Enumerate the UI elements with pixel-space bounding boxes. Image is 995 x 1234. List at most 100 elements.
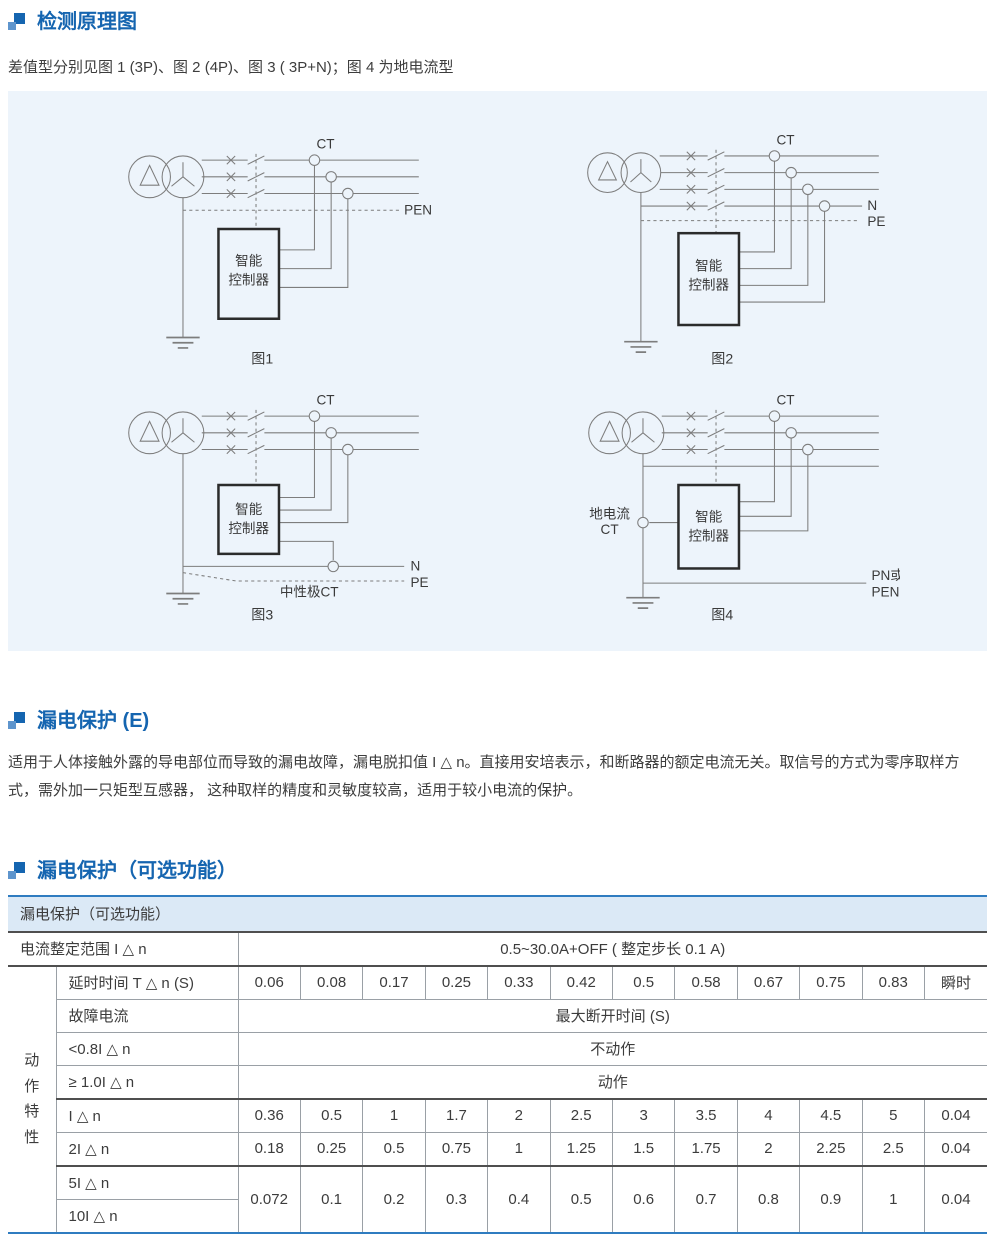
value-cell: 0.67 — [736, 965, 801, 1000]
title-marker-icon — [8, 861, 26, 880]
value-cell: 0.5 — [611, 965, 676, 1000]
lt-value-cell: 不动作 — [237, 1031, 988, 1066]
value-cell: 0.25 — [424, 965, 489, 1000]
value-cell: 0.36 — [237, 1098, 301, 1133]
leakage-e-title: 漏电保护 (E) — [37, 710, 150, 732]
transformer-symbol — [128, 155, 205, 199]
value-cell: 3 — [611, 1098, 676, 1133]
figure-2-caption: 图2 — [711, 351, 733, 367]
value-cell: 0.3 — [424, 1165, 489, 1233]
controller-label-1: 智能 — [235, 502, 263, 517]
ct-label: CT — [776, 393, 794, 408]
value-cell: 2 — [487, 1098, 551, 1133]
value-cell: 1.5 — [611, 1131, 676, 1167]
fault-value-cell: 最大断开时间 (S) — [237, 998, 988, 1033]
neutral-ct-label: 中性极CT — [280, 585, 339, 600]
ct-markers — [636, 410, 814, 529]
title-marker-icon — [8, 13, 26, 31]
pen-label: PEN — [871, 585, 899, 600]
figure-2-diagram: CT N PE 智能 控制器 图2 — [586, 133, 885, 367]
value-cell: 4 — [736, 1098, 801, 1133]
controller-label-1: 智能 — [695, 510, 723, 525]
page-title: 检测原理图 — [37, 11, 137, 33]
i2-label-cell: 2I △ n — [55, 1131, 239, 1167]
transformer-symbol — [587, 411, 665, 455]
section-detection-title: 检测原理图 — [8, 10, 987, 34]
section-optional-title: 漏电保护（可选功能） — [8, 859, 987, 883]
i10-label-cell: 10I △ n — [55, 1198, 239, 1233]
figure-1-wires — [182, 153, 420, 338]
ct-markers — [308, 410, 354, 573]
ge-value-cell: 动作 — [237, 1064, 988, 1100]
figure-1-diagram: CT PEN 智能 控制器 图1 — [128, 137, 432, 367]
value-cell: 5 — [861, 1098, 925, 1133]
value-cell: 1 — [362, 1098, 426, 1133]
value-cell: 2 — [736, 1131, 801, 1167]
figure-4-diagram: CT 地电流 CT PN或 PEN 智能 控制器 图4 — [587, 393, 900, 623]
controller-box — [217, 483, 281, 556]
n-label: N — [411, 559, 421, 574]
pn-label: PN或 — [871, 568, 900, 583]
lt-row: <0.8I △ n 不动作 — [8, 1031, 988, 1066]
table-header-row: 漏电保护（可选功能） — [7, 895, 988, 933]
value-cell: 2.5 — [861, 1131, 925, 1167]
value-cell: 0.072 — [237, 1165, 301, 1233]
value-cell: 0.75 — [424, 1131, 489, 1167]
controller-label-1: 智能 — [695, 259, 723, 274]
i5-row: 5I △ n 0.072 0.1 0.2 0.3 0.4 0.5 0.6 0.7… — [8, 1165, 988, 1233]
controller-label-2: 控制器 — [688, 528, 729, 543]
value-cell: 1.7 — [424, 1098, 489, 1133]
value-cell: 0.1 — [299, 1165, 364, 1233]
fault-label-cell: 故障电流 — [55, 998, 239, 1033]
value-cell: 0.5 — [299, 1098, 364, 1133]
value-cell: 0.6 — [611, 1165, 676, 1233]
delay-label-cell: 延时时间 T △ n (S) — [55, 965, 239, 1000]
diagram-panel: CT PEN 智能 控制器 图1 — [8, 91, 987, 651]
ground-symbol — [166, 592, 200, 605]
range-value-cell: 0.5~30.0A+OFF ( 整定步长 0.1 A) — [237, 931, 988, 967]
value-cell: 0.06 — [237, 965, 301, 1000]
controller-label-1: 智能 — [235, 254, 263, 269]
value-cell: 0.83 — [861, 965, 925, 1000]
leakage-spec-table: 漏电保护（可选功能） 电流整定范围 I △ n 0.5~30.0A+OFF ( … — [7, 894, 988, 1234]
i5-label-cell: 5I △ n — [55, 1165, 239, 1200]
value-cell: 0.25 — [299, 1131, 364, 1167]
range-row: 电流整定范围 I △ n 0.5~30.0A+OFF ( 整定步长 0.1 A) — [7, 931, 988, 967]
pe-label: PE — [867, 214, 885, 229]
ge-label-cell: ≥ 1.0I △ n — [55, 1064, 239, 1100]
value-cell: 0.7 — [674, 1165, 738, 1233]
value-cell: 0.5 — [362, 1131, 426, 1167]
table-header-cell: 漏电保护（可选功能） — [7, 895, 988, 933]
lt-label-cell: <0.8I △ n — [55, 1031, 239, 1066]
value-cell: 0.08 — [299, 965, 364, 1000]
value-cell: 0.04 — [923, 1131, 988, 1167]
pen-label: PEN — [404, 202, 432, 217]
value-cell: 0.04 — [923, 1165, 988, 1233]
figure-4-caption: 图4 — [711, 607, 733, 623]
leakage-e-paragraph: 适用于人体接触外露的导电部位而导致的漏电故障，漏电脱扣值 I △ n。直接用安培… — [8, 754, 960, 799]
figure-3-diagram: CT N PE 中性极CT 智能 控制器 图3 — [128, 393, 429, 623]
value-cell: 0.17 — [362, 965, 426, 1000]
i2-row: 2I △ n 0.18 0.25 0.5 0.75 1 1.25 1.5 1.7… — [8, 1131, 988, 1167]
i1-label-cell: I △ n — [55, 1098, 239, 1133]
i10-row: 10I △ n — [8, 1198, 987, 1233]
controller-box — [676, 483, 740, 570]
pe-label: PE — [411, 575, 429, 590]
figure-3-caption: 图3 — [252, 607, 274, 623]
ct-markers — [308, 154, 354, 200]
ground-symbol — [623, 340, 658, 353]
value-cell: 1.75 — [674, 1131, 738, 1167]
transformer-symbol — [128, 411, 205, 455]
optional-title: 漏电保护（可选功能） — [37, 859, 237, 882]
controller-box — [676, 231, 740, 327]
value-cell: 0.75 — [799, 965, 863, 1000]
value-cell: 瞬时 — [923, 965, 988, 1000]
fault-row: 故障电流 最大断开时间 (S) — [8, 998, 988, 1033]
ct-label: CT — [317, 137, 335, 152]
ground-ct-label-1: 地电流 — [589, 506, 630, 521]
controller-box — [217, 227, 281, 320]
n-label: N — [867, 198, 877, 213]
value-cell: 0.04 — [923, 1098, 988, 1133]
ge-row: ≥ 1.0I △ n 动作 — [8, 1064, 988, 1100]
